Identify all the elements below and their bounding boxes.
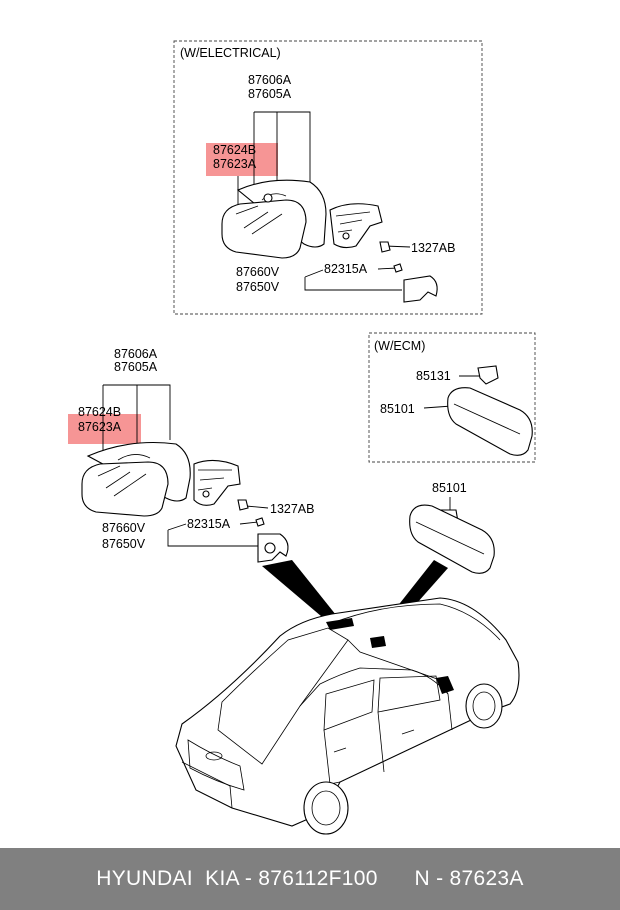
trunk-panel <box>187 739 245 791</box>
cover-clip-lower <box>255 517 265 527</box>
ecm-dashed-box <box>368 332 536 463</box>
electrical-box-label: (W/ELECTRICAL) <box>180 46 281 60</box>
part-label-87650v-lower: 87650V <box>102 537 146 551</box>
side-mirror-housing <box>221 179 327 259</box>
part-label-87660v-lower: 87660V <box>102 521 146 535</box>
parts-diagram: (W/ELECTRICAL) 87606A 87605A 87624B 8762… <box>68 40 536 835</box>
manual-mirror-housing <box>81 442 191 517</box>
footer-part-number: HYUNDAI KIA - 876112F100 N - 87623A <box>96 867 524 890</box>
emblem <box>205 751 223 761</box>
part-label-87660v: 87660V <box>236 265 280 279</box>
part-label-87650v: 87650V <box>236 280 280 294</box>
part-highlight <box>206 143 278 176</box>
rearview-mirror-marker <box>326 618 354 630</box>
inner-mirror-group: 85101 <box>409 481 495 574</box>
side-mirror-marker <box>436 676 454 694</box>
ecm-sensor <box>477 365 499 385</box>
mount-screw-lower <box>237 499 249 511</box>
part-label-85101: 85101 <box>432 481 467 495</box>
ecm-box-label: (W/ECM) <box>374 339 425 353</box>
leader-line-screw-mid <box>245 505 269 509</box>
electrical-mirror-group: (W/ELECTRICAL) 87606A 87605A 87624B 8762… <box>173 40 483 315</box>
front-door-window <box>377 675 441 713</box>
part-label-87605a: 87605A <box>248 87 292 101</box>
front-wheel <box>465 683 503 729</box>
part-label-87605a-lower: 87605A <box>114 360 158 374</box>
mirror-glass-lower <box>81 461 169 517</box>
part-label-87624b-lower: 87624B <box>78 405 121 419</box>
leader-lines-cover-mid <box>167 521 260 547</box>
part-label-87606a-lower: 87606A <box>114 347 158 361</box>
cover-clip <box>393 263 403 273</box>
part-label-82315a: 82315A <box>324 262 368 276</box>
rear-wheel <box>303 781 349 835</box>
ecm-mirror-group: (W/ECM) 85131 85101 <box>368 332 536 463</box>
part-label-85131: 85131 <box>416 369 451 383</box>
side-mirror-bracket <box>329 203 383 249</box>
rear-door-window <box>323 679 375 731</box>
electrical-dashed-box <box>173 40 483 315</box>
part-label-87623a: 87623A <box>213 157 257 171</box>
car-illustration <box>175 597 520 835</box>
part-label-82315a-lower: 82315A <box>187 517 231 531</box>
manual-mirror-group: 87606A 87605A 87624B 87623A 1327AB 82315… <box>68 347 314 563</box>
part-label-87624b: 87624B <box>213 143 256 157</box>
part-highlight-lower <box>68 414 141 444</box>
part-label-87606a: 87606A <box>248 73 292 87</box>
part-label-87623a-lower: 87623A <box>78 420 122 434</box>
windshield-marker <box>370 636 386 648</box>
footer-bar: HYUNDAI KIA - 876112F100 N - 87623A <box>0 848 620 910</box>
part-label-1327ab-lower: 1327AB <box>270 502 314 516</box>
ecm-rearview-mirror <box>447 387 533 456</box>
part-label-1327ab: 1327AB <box>411 241 455 255</box>
manual-mirror-bracket <box>193 459 241 506</box>
mirror-glass <box>221 199 307 259</box>
triangle-cover <box>403 275 438 303</box>
part-label-85101-ecm: 85101 <box>380 402 415 416</box>
mount-screw <box>379 241 391 253</box>
pointer-beam-left <box>262 560 340 622</box>
